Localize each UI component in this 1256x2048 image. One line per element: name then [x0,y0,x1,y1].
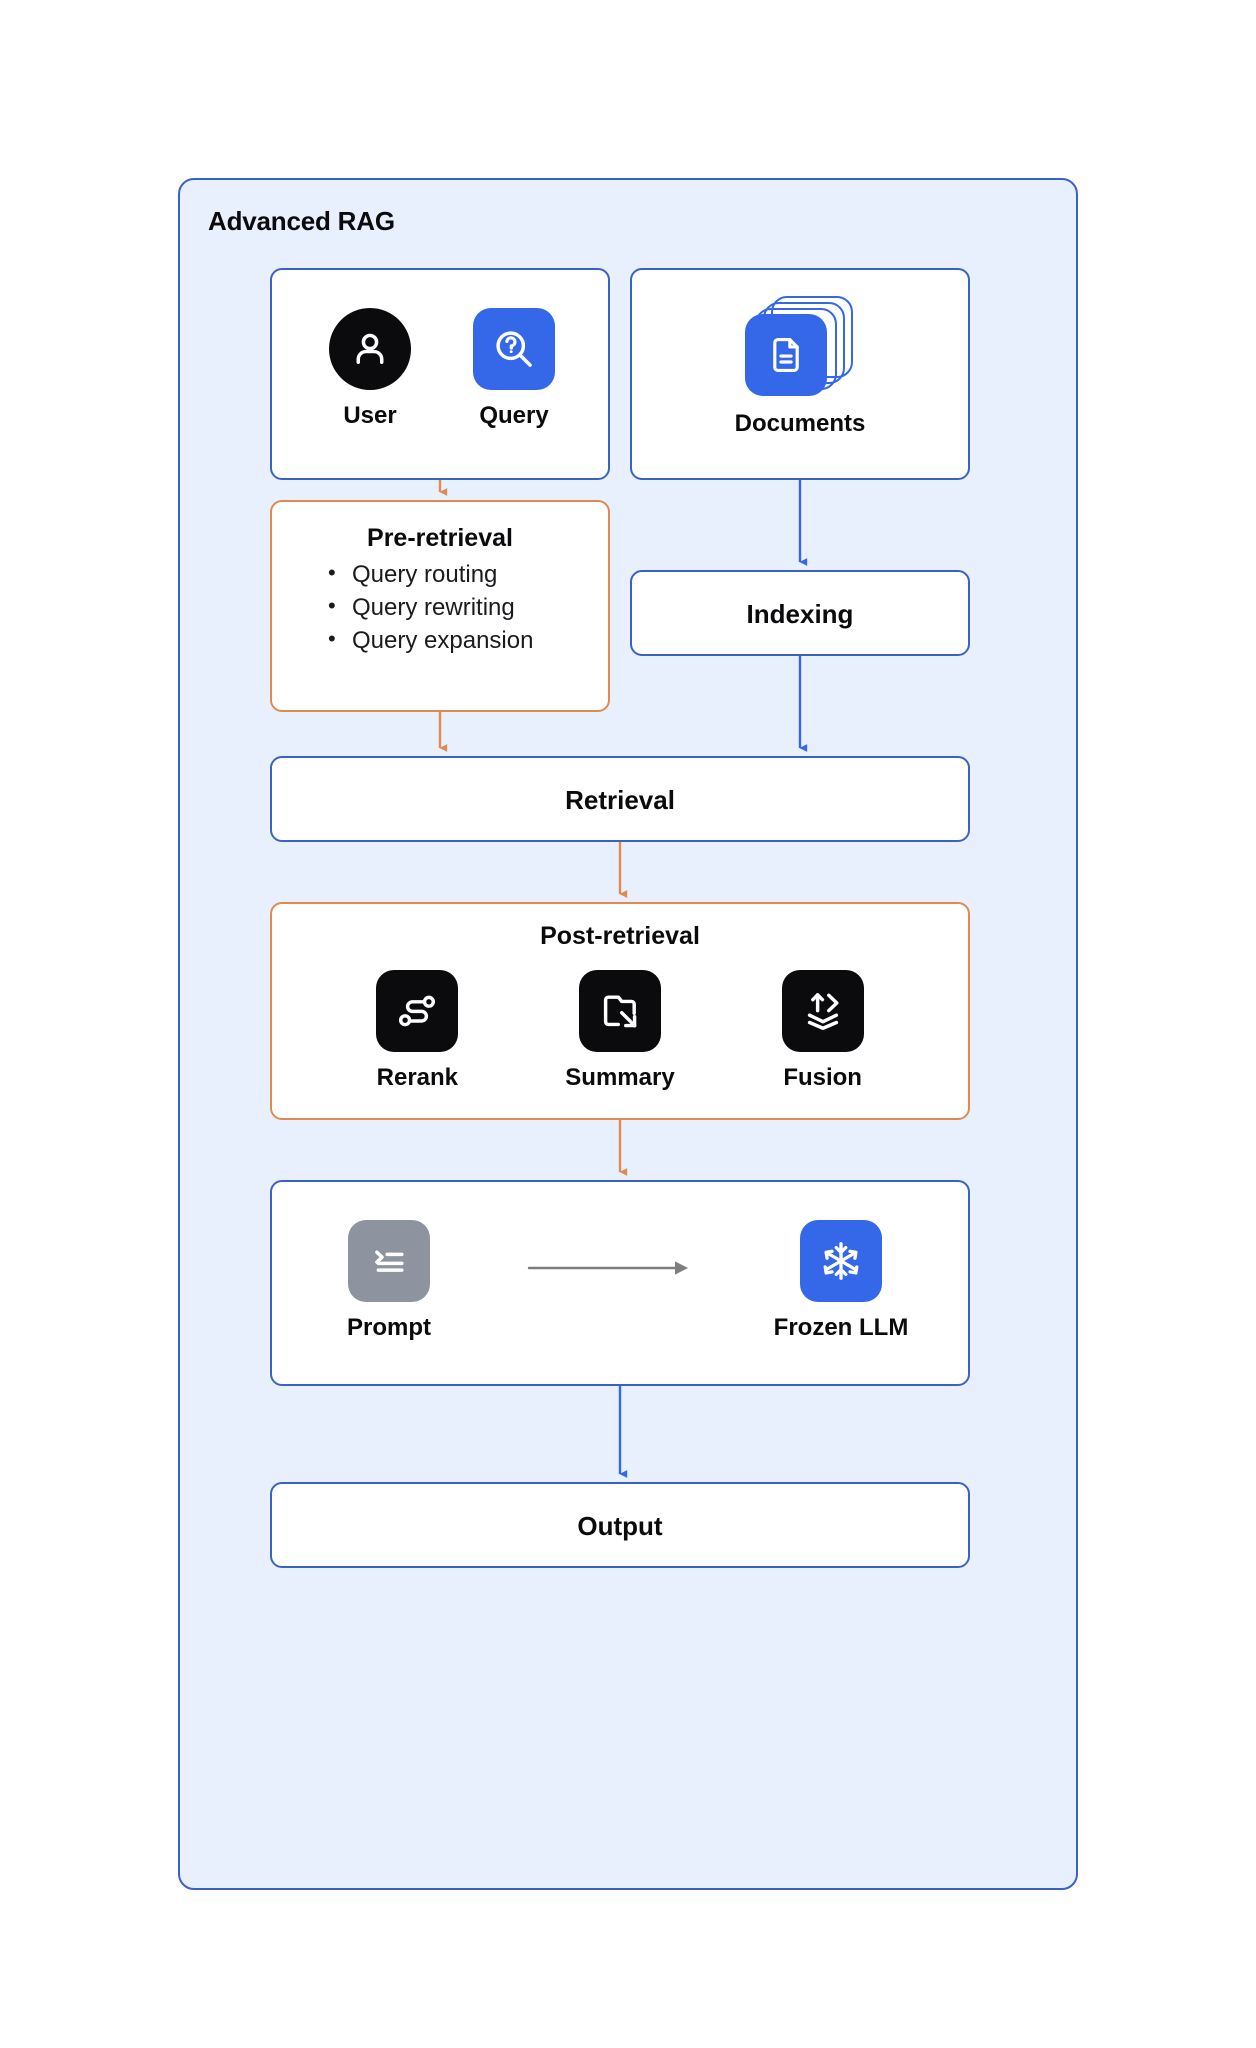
advanced-rag-panel: Advanced RAG [178,178,1078,1890]
pre-retrieval-title: Pre-retrieval [367,524,513,552]
post-retrieval-node: Post-retrieval Rerank [270,902,970,1120]
frozen-llm-label: Frozen LLM [773,1314,909,1341]
query-item[interactable]: Query [454,308,574,430]
post-retrieval-icon-row: Rerank Summary [272,970,968,1092]
fusion-item[interactable]: Fusion [758,970,888,1092]
summary-item[interactable]: Summary [555,970,685,1092]
indexing-node: Indexing [630,570,970,656]
frozen-llm-item[interactable]: Frozen LLM [766,1220,916,1342]
user-item[interactable]: User [310,308,430,430]
indexing-label: Indexing [746,599,854,629]
pre-retrieval-list: Query routing Query rewriting Query expa… [272,558,608,658]
user-icon [329,308,411,390]
post-retrieval-title: Post-retrieval [540,922,700,950]
rerank-item[interactable]: Rerank [352,970,482,1092]
query-label: Query [479,402,549,429]
folder-arrow-icon [578,970,661,1052]
user-query-node: User Query [270,268,610,480]
page-title: Advanced RAG [208,206,395,236]
list-item: Query expansion [328,624,608,658]
node-graph-icon [376,970,459,1052]
generation-node: Prompt [270,1180,970,1386]
document-stack-icon [745,296,855,396]
rerank-label: Rerank [376,1064,459,1091]
prompt-item[interactable]: Prompt [324,1220,454,1342]
documents-label: Documents [734,410,866,437]
prompt-list-icon [348,1220,430,1302]
summary-label: Summary [565,1064,675,1091]
documents-item[interactable]: Documents [632,296,968,438]
layers-arrow-icon [781,970,864,1052]
list-item: Query rewriting [328,591,608,625]
pre-retrieval-node: Pre-retrieval Query routing Query rewrit… [270,500,610,712]
right-arrow-icon [454,1258,766,1278]
snowflake-icon [800,1220,882,1302]
retrieval-label: Retrieval [565,785,675,815]
output-node: Output [270,1482,970,1568]
magnifier-question-icon [473,308,555,390]
output-label: Output [577,1511,663,1541]
documents-node: Documents [630,268,970,480]
fusion-label: Fusion [783,1064,862,1091]
retrieval-node: Retrieval [270,756,970,842]
prompt-label: Prompt [347,1314,431,1341]
user-label: User [343,402,397,429]
list-item: Query routing [328,558,608,592]
